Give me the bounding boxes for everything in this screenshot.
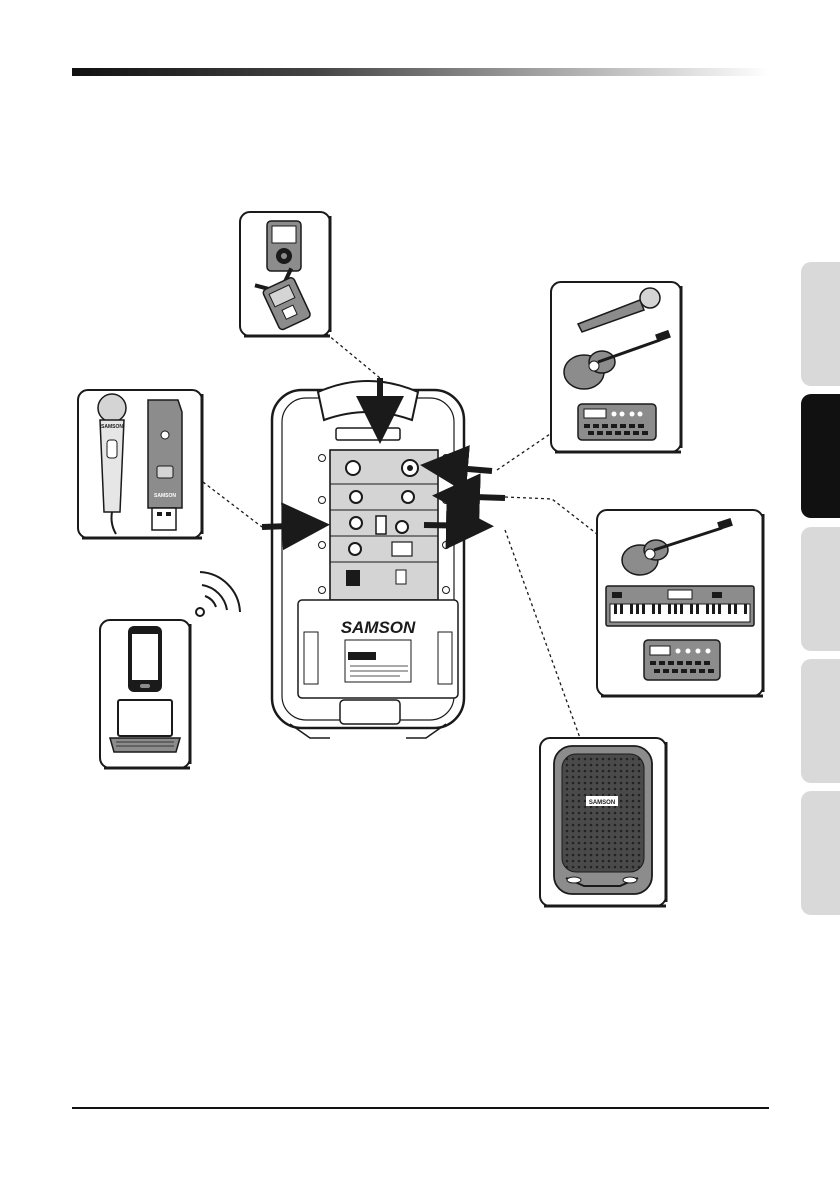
media-player-icon bbox=[267, 221, 301, 271]
wireless-mic-box: SAMSON SAMSON bbox=[78, 390, 202, 538]
main-speaker-rear: SAMSON bbox=[272, 381, 464, 738]
speaker-icon: SAMSON bbox=[554, 746, 652, 894]
mic-guitar-box bbox=[551, 282, 681, 452]
mic-logo: SAMSON bbox=[101, 424, 123, 430]
receiver-logo: SAMSON bbox=[154, 493, 176, 499]
drum-machine-icon bbox=[578, 404, 656, 440]
linked-speaker-box: SAMSON bbox=[540, 738, 666, 906]
guitar-keyboard-box bbox=[597, 510, 763, 696]
device-box bbox=[100, 620, 190, 768]
bluetooth-waves-icon bbox=[196, 572, 240, 616]
keyboard-icon bbox=[606, 586, 754, 626]
laptop-icon bbox=[110, 700, 180, 752]
drum-machine-icon bbox=[644, 640, 720, 680]
small-speaker-logo: SAMSON bbox=[589, 800, 615, 806]
media-source-box bbox=[240, 212, 330, 336]
footer-rule bbox=[72, 1107, 769, 1109]
speaker-logo: SAMSON bbox=[341, 618, 416, 637]
smartphone-icon bbox=[128, 626, 162, 692]
